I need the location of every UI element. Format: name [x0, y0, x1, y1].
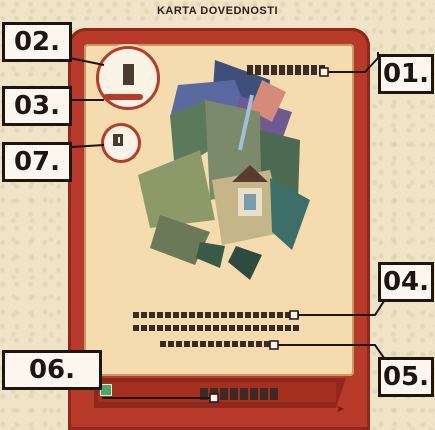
callout-05: 05.	[378, 357, 434, 397]
callout-01: 01.	[378, 54, 434, 94]
callout-06: 06.	[2, 350, 102, 390]
callout-03: 03.	[2, 86, 72, 126]
callout-07: 07.	[2, 142, 72, 182]
callout-02: 02.	[2, 22, 72, 62]
callout-04: 04.	[378, 262, 434, 302]
